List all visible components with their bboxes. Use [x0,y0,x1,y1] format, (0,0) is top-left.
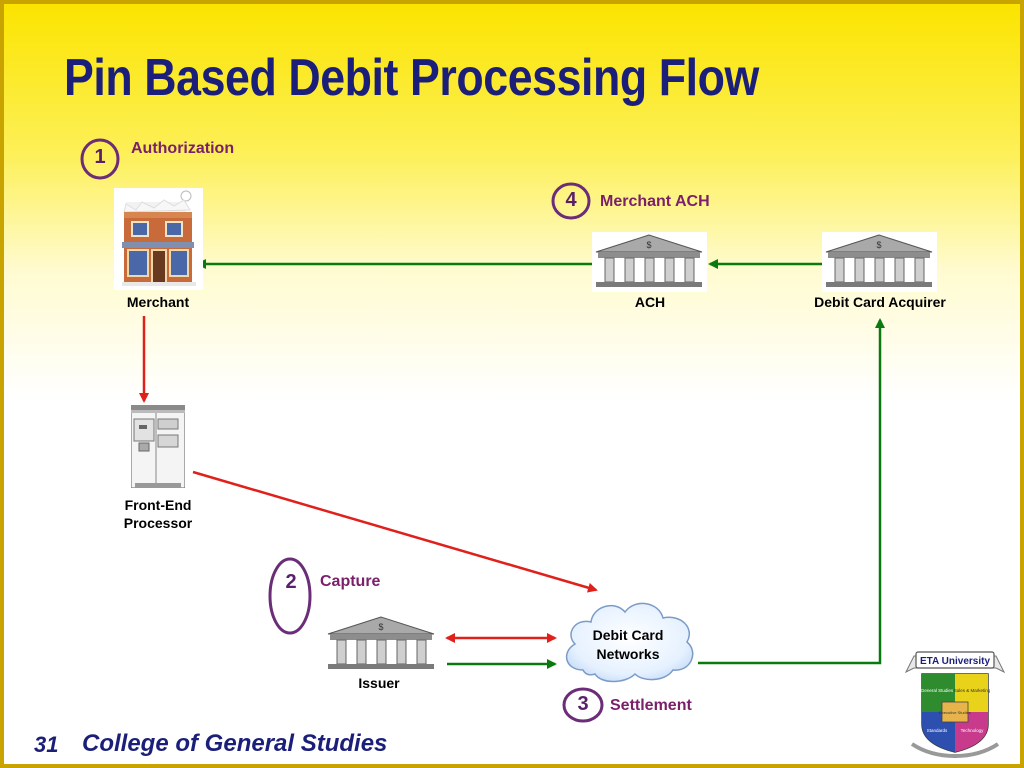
front-end-processor-label: Front-End Processor [98,496,218,532]
step-1-label: Authorization [131,140,235,157]
arrow-networks-to-acquirer [698,318,885,665]
logo-banner-text: ETA University [920,656,990,667]
page-number: 31 [34,732,59,757]
cloud-icon [565,602,694,683]
flow-arrows [80,138,885,723]
step-4-label: Merchant ACH [600,193,710,210]
storefront-icon [114,188,203,290]
acquirer-label: Debit Card Acquirer [814,294,946,310]
svg-text:General Studies: General Studies [921,688,954,693]
front-end-label-line2: Processor [123,515,193,531]
slide-title: Pin Based Debit Processing Flow [64,49,759,107]
svg-text:$: $ [646,240,651,250]
svg-text:Standards: Standards [927,728,948,733]
networks-label-line1: Debit Card [592,627,664,643]
step-4-circle [551,182,591,220]
front-end-label-line1: Front-End [124,497,192,513]
ach-label: ACH [634,294,666,310]
issuer-bank-icon: $ [324,614,439,674]
server-icon [131,405,185,488]
svg-text:$: $ [876,240,881,250]
step-2-number: 2 [285,571,297,593]
step-3-circle [562,687,604,723]
acquirer-bank-icon: $ [822,232,937,292]
step-2-circle [268,557,312,635]
svg-text:$: $ [378,622,383,632]
networks-label: Debit Card Networks [560,626,696,664]
step-3-number: 3 [577,693,589,715]
step-1-circle [80,138,120,180]
eta-university-logo: ETA University General Studies Sales & M… [904,651,1006,759]
step-1-number: 1 [94,146,106,168]
networks-label-line2: Networks [596,646,660,662]
merchant-label: Merchant [126,294,190,310]
step-3-label: Settlement [610,697,692,714]
arrow-frontend-to-networks [192,470,598,593]
issuer-label: Issuer [358,675,400,691]
footer-title: College of General Studies [82,730,388,757]
step-2-label: Capture [320,573,381,590]
svg-text:Executive Studies: Executive Studies [939,710,971,715]
step-4-number: 4 [565,189,577,211]
ach-bank-icon: $ [592,232,707,292]
svg-text:Sales & Marketing: Sales & Marketing [954,688,991,693]
svg-text:Technology: Technology [961,728,985,733]
